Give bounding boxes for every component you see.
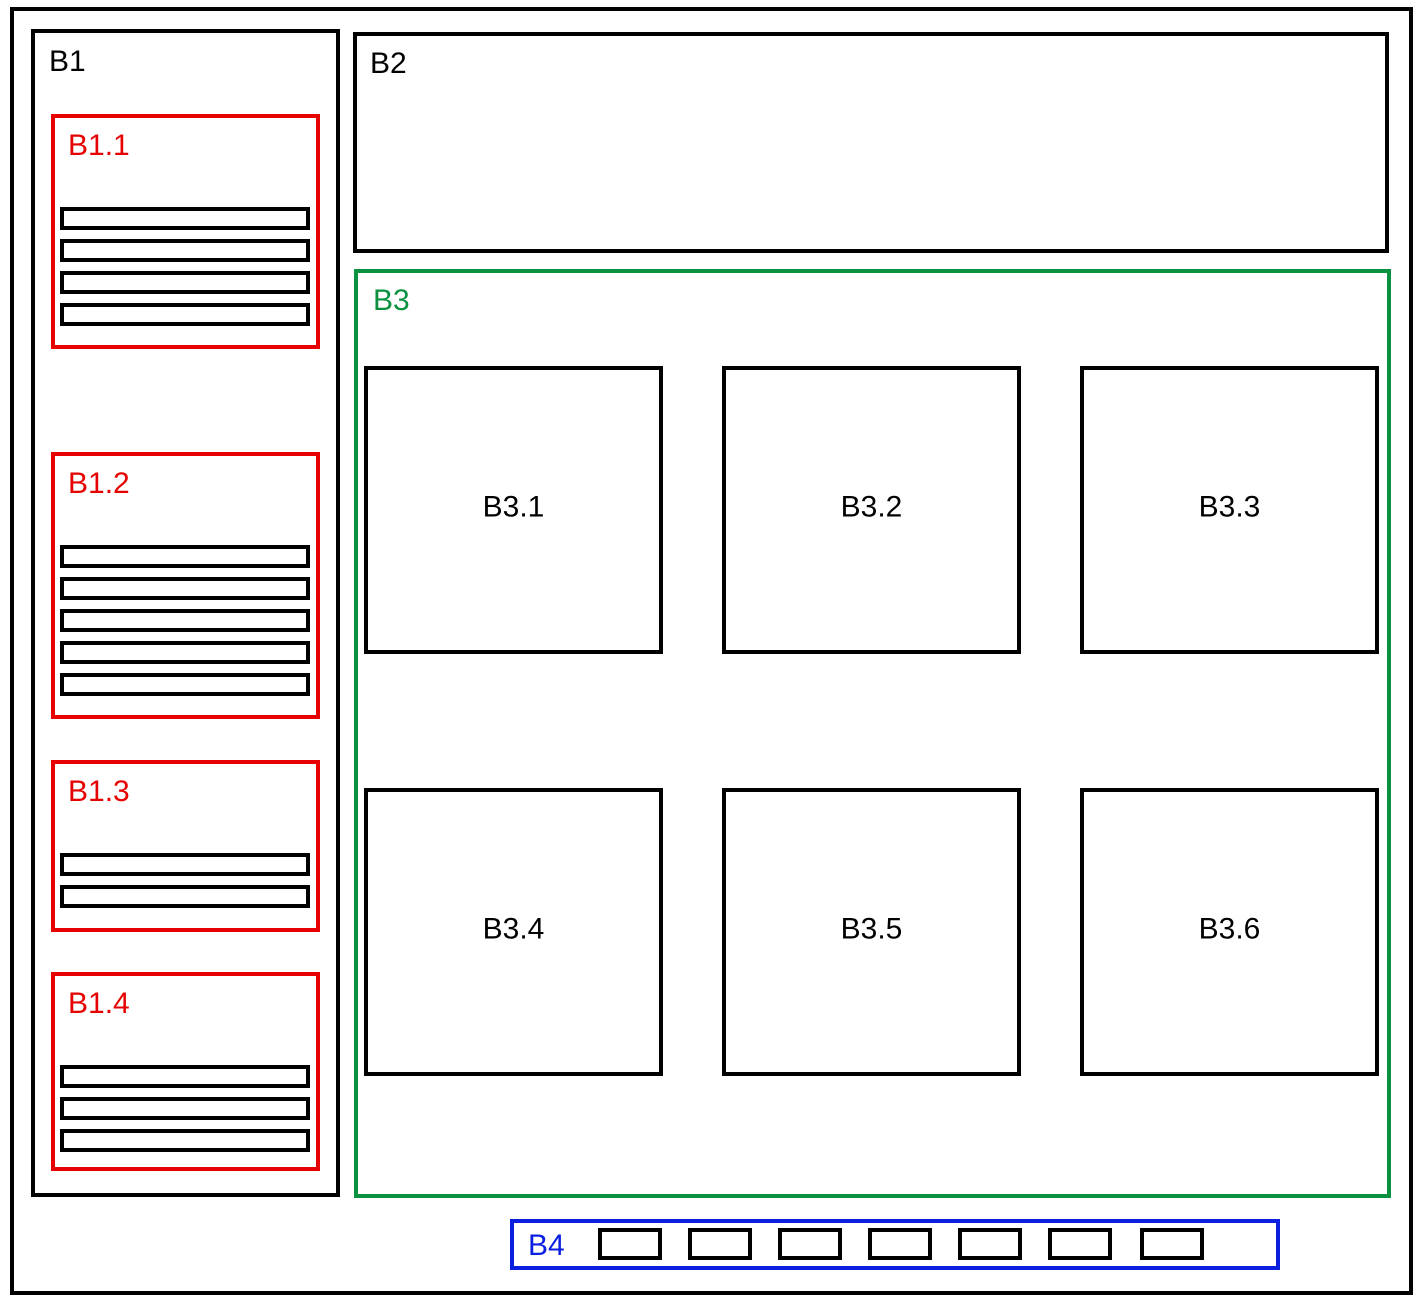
- sidebar-item[interactable]: [60, 609, 310, 632]
- sidebar-item[interactable]: [60, 853, 310, 876]
- sidebar-item[interactable]: [60, 303, 310, 326]
- sidebar-item[interactable]: [60, 673, 310, 696]
- header-b2: [353, 32, 1389, 253]
- sidebar-group-b1-3: [51, 760, 320, 932]
- page-frame: [10, 7, 1413, 1295]
- sidebar-item[interactable]: [60, 1065, 310, 1088]
- footer-button[interactable]: [688, 1228, 752, 1260]
- tile-label: B3.1: [482, 490, 545, 524]
- footer-button[interactable]: [1140, 1228, 1204, 1260]
- footer-button[interactable]: [958, 1228, 1022, 1260]
- sidebar-item[interactable]: [60, 1097, 310, 1120]
- tile-label: B3.2: [840, 490, 903, 524]
- sidebar-group-b1-1: [51, 114, 320, 349]
- sidebar-item[interactable]: [60, 239, 310, 262]
- footer-button[interactable]: [868, 1228, 932, 1260]
- content-b3-label: B3: [373, 284, 410, 317]
- tile-b3-2[interactable]: B3.2: [722, 366, 1021, 654]
- tile-label: B3.5: [840, 912, 903, 946]
- footer-button[interactable]: [778, 1228, 842, 1260]
- sidebar-group-b1-4-label: B1.4: [68, 987, 130, 1020]
- sidebar-item[interactable]: [60, 641, 310, 664]
- sidebar-group-b1-1-label: B1.1: [68, 129, 130, 162]
- footer-b4: [510, 1219, 1280, 1270]
- tile-b3-1[interactable]: B3.1: [364, 366, 663, 654]
- sidebar-group-b1-2-label: B1.2: [68, 467, 130, 500]
- sidebar-b1-label: B1: [49, 45, 86, 78]
- tile-b3-3[interactable]: B3.3: [1080, 366, 1379, 654]
- tile-label: B3.4: [482, 912, 545, 946]
- tile-b3-6[interactable]: B3.6: [1080, 788, 1379, 1076]
- tile-label: B3.3: [1198, 490, 1261, 524]
- sidebar-item[interactable]: [60, 207, 310, 230]
- sidebar-group-b1-2: [51, 452, 320, 719]
- footer-button[interactable]: [598, 1228, 662, 1260]
- sidebar-item[interactable]: [60, 545, 310, 568]
- sidebar-group-b1-4: [51, 972, 320, 1171]
- footer-b4-label: B4: [528, 1229, 565, 1262]
- content-b3: [354, 269, 1391, 1198]
- tile-label: B3.6: [1198, 912, 1261, 946]
- header-b2-label: B2: [370, 47, 407, 80]
- tile-b3-5[interactable]: B3.5: [722, 788, 1021, 1076]
- sidebar-b1: [31, 29, 340, 1197]
- sidebar-item[interactable]: [60, 885, 310, 908]
- sidebar-item[interactable]: [60, 1129, 310, 1152]
- footer-button[interactable]: [1048, 1228, 1112, 1260]
- tile-b3-4[interactable]: B3.4: [364, 788, 663, 1076]
- sidebar-item[interactable]: [60, 271, 310, 294]
- sidebar-group-b1-3-label: B1.3: [68, 775, 130, 808]
- sidebar-item[interactable]: [60, 577, 310, 600]
